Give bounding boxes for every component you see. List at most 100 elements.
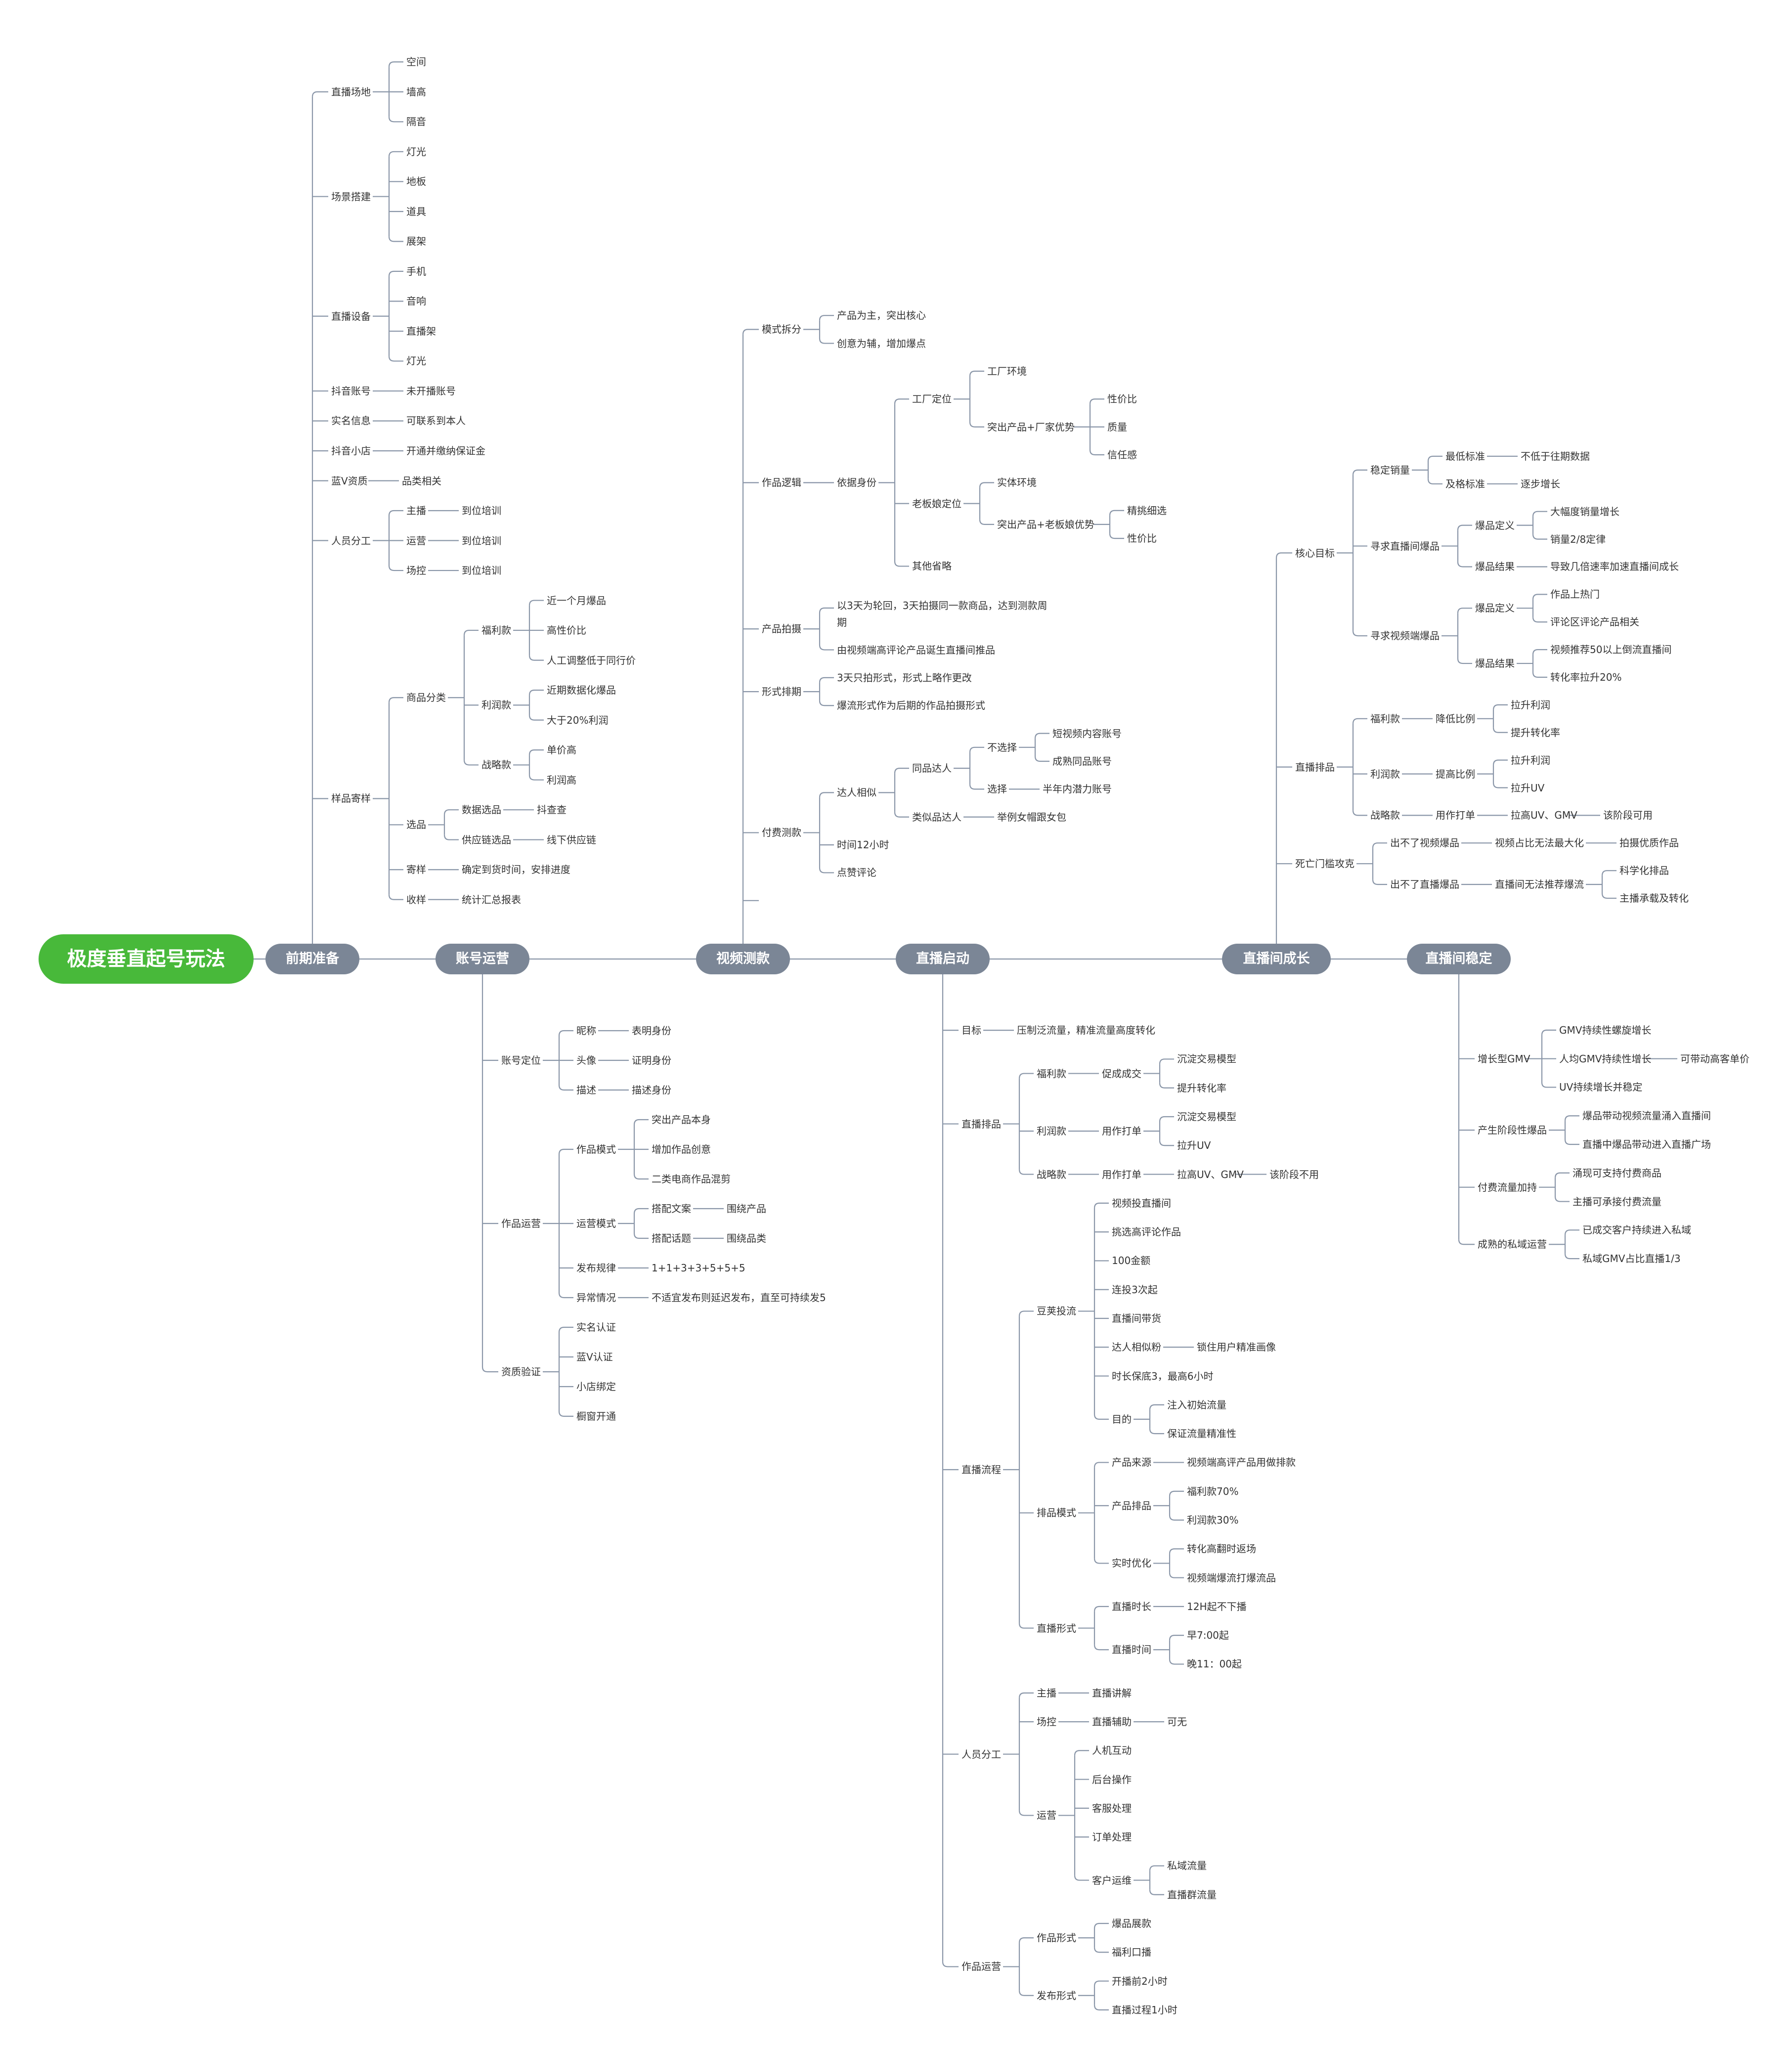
mindmap-node[interactable]: 后台操作	[1092, 1773, 1132, 1786]
mindmap-node[interactable]: 压制泛流量，精准流量高度转化	[1017, 1024, 1155, 1037]
mindmap-node[interactable]: 同品达人	[912, 762, 952, 775]
mindmap-node[interactable]: 保证流量精准性	[1167, 1428, 1236, 1440]
mindmap-node[interactable]: 寄样	[406, 864, 426, 876]
mindmap-node[interactable]: 拉高UV、GMV	[1511, 809, 1577, 822]
mindmap-node[interactable]: 拉高UV、GMV	[1177, 1168, 1244, 1180]
mindmap-node[interactable]: 100金额	[1112, 1255, 1151, 1267]
mindmap-node[interactable]: 工厂定位	[912, 393, 952, 405]
mindmap-node[interactable]: 高性价比	[547, 624, 586, 637]
mindmap-node[interactable]: 描述身份	[632, 1084, 671, 1096]
mindmap-node[interactable]: 人员分工	[962, 1748, 1001, 1760]
mindmap-node[interactable]: 及格标准	[1445, 478, 1485, 490]
mindmap-node[interactable]: 转化率拉升20%	[1550, 671, 1622, 683]
mindmap-node[interactable]: 12H起不下播	[1187, 1600, 1247, 1613]
mindmap-node[interactable]: 逐步增长	[1521, 478, 1560, 490]
mindmap-node[interactable]: 主播承载及转化	[1619, 892, 1689, 905]
mindmap-node[interactable]: 证明身份	[632, 1054, 671, 1066]
main-topic[interactable]: 前期准备	[265, 944, 359, 974]
mindmap-node[interactable]: 场控	[1037, 1716, 1056, 1728]
mindmap-node[interactable]: 蓝V认证	[576, 1351, 613, 1363]
mindmap-node[interactable]: 直播架	[406, 325, 436, 337]
mindmap-node[interactable]: 产品拍摄	[762, 623, 801, 635]
mindmap-node[interactable]: 不选择	[987, 741, 1017, 753]
mindmap-node[interactable]: 点赞评论	[837, 867, 876, 879]
mindmap-node[interactable]: 拉升UV	[1511, 782, 1545, 794]
mindmap-node[interactable]: 小店绑定	[576, 1381, 616, 1393]
mindmap-node[interactable]: 沉淀交易模型	[1177, 1111, 1236, 1123]
main-topic[interactable]: 账号运营	[436, 944, 529, 974]
mindmap-node[interactable]: 豆荚投流	[1037, 1305, 1076, 1317]
mindmap-node[interactable]: 成熟的私域运营	[1478, 1238, 1547, 1251]
mindmap-node[interactable]: 实时优化	[1112, 1557, 1151, 1570]
mindmap-node[interactable]: 围绕品类	[727, 1232, 766, 1244]
mindmap-node[interactable]: 不低于往期数据	[1521, 450, 1590, 462]
mindmap-node[interactable]: 类似品达人	[912, 811, 962, 823]
mindmap-node[interactable]: 直播排品	[962, 1118, 1001, 1130]
mindmap-node[interactable]: 主播	[406, 505, 426, 517]
mindmap-node[interactable]: 拉升UV	[1177, 1139, 1211, 1152]
mindmap-node[interactable]: 达人相似	[837, 786, 876, 799]
mindmap-node[interactable]: 发布形式	[1037, 1989, 1076, 2002]
mindmap-node[interactable]: 战略款	[481, 759, 511, 771]
mindmap-node[interactable]: 降低比例	[1436, 712, 1475, 725]
mindmap-node[interactable]: 爆品带动视频流量涌入直播间	[1582, 1110, 1711, 1122]
mindmap-node[interactable]: 运营	[1037, 1809, 1056, 1822]
mindmap-node[interactable]: 不适宜发布则延迟发布，直至可持续发5	[652, 1292, 826, 1304]
mindmap-node[interactable]: 直播中爆品带动进入直播广场	[1582, 1138, 1711, 1150]
mindmap-node[interactable]: 付费流量加持	[1478, 1181, 1537, 1193]
mindmap-node[interactable]: 作品形式	[1037, 1932, 1076, 1944]
mindmap-node[interactable]: 直播时长	[1112, 1600, 1151, 1613]
mindmap-node[interactable]: 福利款	[1370, 712, 1400, 725]
mindmap-node[interactable]: 爆品展款	[1112, 1918, 1151, 1929]
mindmap-node[interactable]: 用作打单	[1436, 809, 1475, 822]
mindmap-node[interactable]: 晚11：00起	[1187, 1658, 1242, 1670]
mindmap-node[interactable]: 战略款	[1037, 1168, 1066, 1180]
mindmap-node[interactable]: 其他省略	[912, 560, 952, 572]
mindmap-node[interactable]: 福利款	[481, 624, 511, 637]
mindmap-node[interactable]: 直播群流量	[1167, 1888, 1217, 1901]
mindmap-node[interactable]: 时长保底3，最高6小时	[1112, 1370, 1214, 1382]
mindmap-node[interactable]: 挑选高评论作品	[1112, 1226, 1181, 1238]
mindmap-node[interactable]: 1+1+3+3+5+5+5	[652, 1262, 745, 1274]
mindmap-node[interactable]: 该阶段不用	[1269, 1168, 1319, 1180]
mindmap-node[interactable]: 展架	[406, 235, 426, 248]
mindmap-node[interactable]: 爆品结果	[1475, 561, 1515, 573]
mindmap-node[interactable]: 私域流量	[1167, 1860, 1207, 1872]
mindmap-node[interactable]: 3天只拍形式，形式上略作更改	[837, 671, 972, 684]
mindmap-node[interactable]: 稳定销量	[1370, 464, 1410, 476]
mindmap-node[interactable]: 作品模式	[576, 1143, 616, 1155]
mindmap-node[interactable]: 提升转化率	[1177, 1082, 1226, 1094]
mindmap-node[interactable]: 大幅度销量增长	[1550, 505, 1619, 518]
mindmap-node[interactable]: 举例女帽跟女包	[997, 811, 1066, 823]
mindmap-node[interactable]: 时间12小时	[837, 839, 889, 851]
mindmap-node[interactable]: 昵称	[576, 1025, 596, 1037]
mindmap-node[interactable]: 产生阶段性爆品	[1478, 1124, 1547, 1136]
mindmap-node[interactable]: 可无	[1167, 1716, 1187, 1728]
mindmap-node[interactable]: 拉升利润	[1511, 698, 1550, 711]
mindmap-node[interactable]: 视频推荐50以上倒流直播间	[1550, 644, 1672, 656]
main-topic[interactable]: 视频测款	[696, 944, 790, 974]
mindmap-node[interactable]: 二类电商作品混剪	[652, 1173, 731, 1185]
mindmap-node[interactable]: 人均GMV持续性增长	[1559, 1052, 1652, 1065]
mindmap-node[interactable]: 客服处理	[1092, 1802, 1132, 1814]
mindmap-node[interactable]: 评论区评论产品相关	[1550, 616, 1639, 628]
mindmap-node[interactable]: 产品为主，突出核心	[837, 309, 926, 322]
mindmap-node[interactable]: 蓝V资质	[331, 475, 368, 487]
mindmap-node[interactable]: 实名信息	[331, 415, 371, 427]
mindmap-node[interactable]: 战略款	[1370, 809, 1400, 822]
mindmap-node[interactable]: 直播过程1小时	[1112, 2004, 1178, 2016]
mindmap-node[interactable]: UV持续增长并稳定	[1559, 1081, 1643, 1093]
mindmap-node[interactable]: 头像	[576, 1054, 596, 1066]
mindmap-node[interactable]: 直播场地	[331, 86, 371, 98]
mindmap-node[interactable]: 付费测款	[762, 827, 801, 839]
mindmap-node[interactable]: 手机	[406, 265, 426, 277]
mindmap-node[interactable]: 人员分工	[331, 534, 371, 547]
mindmap-node[interactable]: 选择	[987, 783, 1007, 795]
mindmap-node[interactable]: 提升转化率	[1511, 726, 1560, 739]
mindmap-node[interactable]: 异常情况	[576, 1292, 616, 1304]
mindmap-node[interactable]: 目标	[962, 1024, 981, 1037]
mindmap-node[interactable]: 利润款	[481, 699, 511, 711]
mindmap-node[interactable]: 单价高	[547, 744, 576, 756]
mindmap-node[interactable]: 锁住用户精准画像	[1197, 1341, 1276, 1353]
mindmap-node[interactable]: 地板	[406, 175, 426, 188]
